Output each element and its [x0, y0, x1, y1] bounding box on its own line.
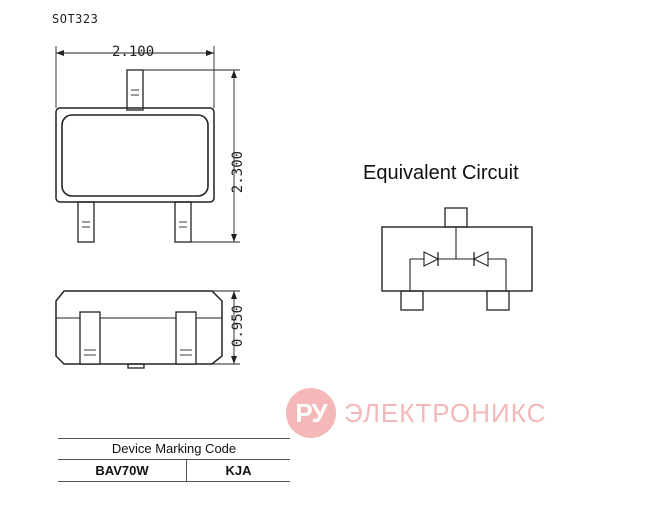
arrow-up-icon — [231, 70, 237, 78]
side-right-lead — [175, 311, 197, 365]
diode-right-icon — [472, 251, 489, 267]
watermark-logo: РУ ЭЛЕКТРОНИКС — [286, 388, 546, 438]
package-body-top — [55, 107, 215, 203]
arrow-right-icon — [206, 50, 214, 56]
circuit-pin-top — [444, 207, 468, 228]
circuit-pin-bottom-right — [486, 290, 510, 311]
arrow-down-icon — [231, 234, 237, 242]
circuit-pin-bottom-left — [400, 290, 424, 311]
bottom-right-pin — [174, 201, 192, 243]
arrow-down-icon — [231, 356, 237, 364]
height-dimension-label: 2.300 — [230, 150, 246, 194]
side-left-lead — [79, 311, 101, 365]
diode-left-icon — [423, 251, 440, 267]
bottom-left-pin — [77, 201, 95, 243]
watermark-text: ЭЛЕКТРОНИКС — [344, 397, 547, 428]
circuit-title: Equivalent Circuit — [363, 162, 519, 184]
equivalent-circuit — [381, 207, 533, 311]
top-pin — [126, 69, 144, 111]
arrow-up-icon — [231, 291, 237, 299]
package-label: SOT323 — [52, 12, 99, 26]
table-row: BAV70W KJA — [58, 459, 290, 482]
top-view — [55, 46, 240, 243]
marking-code-table: Device Marking Code BAV70W KJA — [58, 438, 290, 482]
table-header: Device Marking Code — [58, 438, 290, 460]
width-dimension-label: 2.100 — [112, 44, 155, 60]
side-view — [55, 290, 240, 369]
arrow-left-icon — [56, 50, 64, 56]
code-cell: KJA — [186, 459, 290, 482]
device-cell: BAV70W — [58, 459, 187, 482]
watermark-circle: РУ — [286, 388, 336, 438]
thickness-dimension-label: 0.950 — [230, 304, 246, 348]
